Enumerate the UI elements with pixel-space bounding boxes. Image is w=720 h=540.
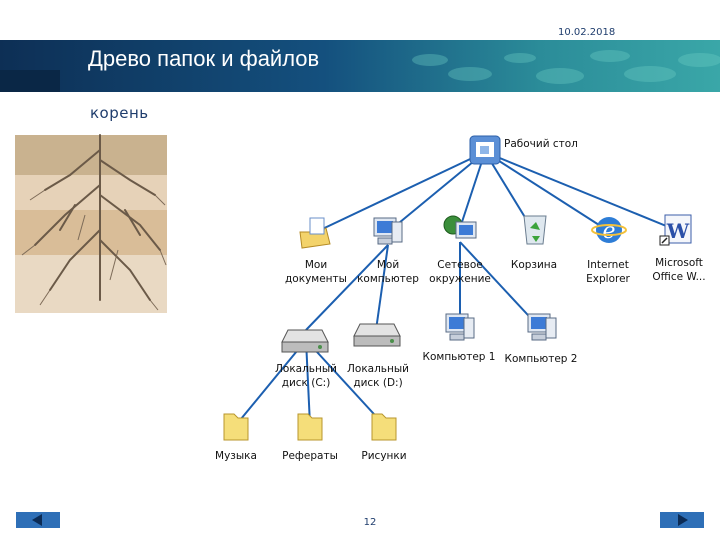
network-places-icon[interactable]: [443, 215, 477, 239]
drive-d-icon[interactable]: [353, 323, 401, 347]
arrow-right-icon: [678, 514, 688, 526]
drive-c-icon[interactable]: [281, 329, 329, 353]
header-banner: [0, 40, 720, 92]
my-documents-icon[interactable]: [299, 217, 331, 249]
computer-2-icon[interactable]: [527, 313, 557, 341]
page-number: 12: [363, 517, 377, 528]
folder-reports-icon[interactable]: [297, 413, 323, 441]
label-pictures[interactable]: Рисунки: [361, 450, 407, 462]
label-drive-d[interactable]: Локальный диск (D:): [347, 363, 409, 389]
arrow-left-icon: [32, 514, 42, 526]
label-reports[interactable]: Рефераты: [282, 450, 338, 462]
recycle-bin-icon[interactable]: [523, 215, 547, 245]
label-computer-1[interactable]: Компьютер 1: [422, 351, 496, 363]
label-desktop[interactable]: Рабочий стол: [504, 138, 578, 150]
svg-text:W: W: [666, 219, 690, 243]
label-computer-2[interactable]: Компьютер 2: [504, 353, 578, 365]
folder-pictures-icon[interactable]: [371, 413, 397, 441]
tree-connectors: [235, 151, 677, 426]
next-slide-button[interactable]: [660, 512, 704, 528]
root-illustration: [15, 134, 167, 313]
prev-slide-button[interactable]: [16, 512, 60, 528]
label-network-places[interactable]: Сетевое окружение: [429, 259, 491, 285]
label-my-computer[interactable]: Мой компьютер: [357, 259, 419, 285]
desktop-icon[interactable]: [469, 135, 501, 165]
root-label: корень: [90, 104, 149, 122]
label-music[interactable]: Музыка: [215, 450, 257, 462]
label-recycle-bin[interactable]: Корзина: [510, 259, 558, 271]
label-my-documents[interactable]: Мои документы: [285, 259, 347, 285]
word-shortcut-icon[interactable]: W: [659, 214, 692, 246]
slide-title: Древо папок и файлов: [88, 46, 320, 71]
svg-text:e: e: [602, 219, 615, 244]
computer-1-icon[interactable]: [445, 313, 475, 341]
slide-date: 10.02.2018: [558, 27, 616, 38]
label-drive-c[interactable]: Локальный диск (C:): [275, 363, 337, 389]
internet-explorer-icon[interactable]: e: [591, 217, 627, 244]
label-word-shortcut[interactable]: Microsoft Office W...: [652, 257, 706, 283]
label-internet-explorer[interactable]: Internet Explorer: [586, 259, 630, 285]
my-computer-icon[interactable]: [373, 217, 403, 245]
folder-music-icon[interactable]: [223, 413, 249, 441]
